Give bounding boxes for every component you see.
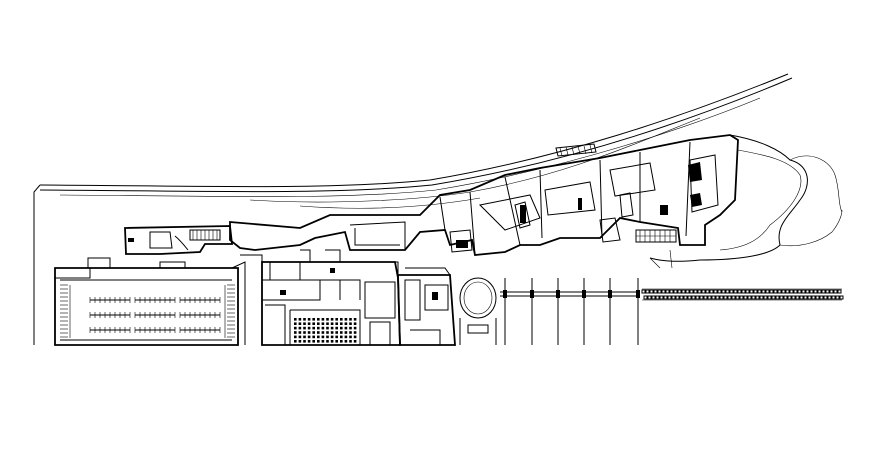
stair-block [635, 229, 677, 243]
bridge-hatch [555, 143, 597, 157]
pier-lines [500, 278, 640, 345]
landscape-outline [649, 134, 843, 269]
hall-grid [60, 284, 235, 338]
east-lower-block [365, 261, 456, 346]
large-hall [54, 257, 246, 346]
site-boundary-left [33, 184, 41, 345]
sports-field [459, 277, 497, 345]
dotted-walkway [641, 288, 844, 301]
railway-tracks [39, 73, 793, 209]
west-wing [124, 225, 234, 255]
main-building [229, 134, 739, 256]
central-cluster [240, 249, 401, 346]
auditorium-seating [294, 318, 357, 343]
